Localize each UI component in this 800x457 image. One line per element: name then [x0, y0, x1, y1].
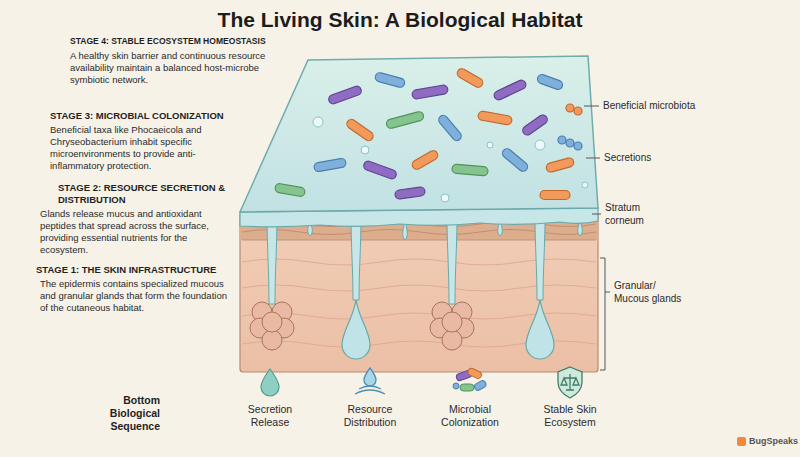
microbe [385, 111, 424, 130]
secretion-icon [261, 369, 279, 396]
sequence-label: Resource Distribution [330, 403, 410, 429]
stage-text: A healthy skin barrier and continuous re… [70, 50, 275, 86]
bubble [313, 117, 588, 202]
stage-heading: STAGE 2: RESOURCE SECRETION & DISTRIBUTI… [58, 182, 232, 206]
microbe [437, 114, 463, 143]
microbe [452, 164, 489, 176]
stage-heading: STAGE 4: STABLE ECOSYSTEM HOMEOSTASIS [70, 36, 310, 47]
callout-label: Secretions [604, 152, 724, 165]
microbe [558, 136, 566, 144]
callout-label: Granular/ Mucous glands [614, 280, 686, 305]
microbe [274, 67, 582, 199]
microbe [536, 73, 564, 90]
microbe [540, 191, 570, 200]
watermark: BugSpeaks [749, 436, 797, 447]
leader-line [600, 258, 605, 370]
microbe [374, 72, 405, 88]
microbe [574, 107, 582, 115]
mucous-gland [526, 298, 554, 359]
bubble [487, 142, 493, 148]
bubble [361, 146, 369, 154]
secretion-drip [535, 218, 545, 300]
granular-gland [442, 330, 462, 350]
watermark-icon [737, 437, 746, 446]
ecosystem-icon [561, 374, 579, 390]
microbe [545, 157, 574, 173]
callout-label: Beneficial microbiota [603, 100, 753, 113]
distribution-icon [355, 390, 385, 394]
microbe [327, 85, 362, 105]
callout-label: Stratum corneum [605, 202, 669, 227]
stage-text: The epidermis contains specialized mucou… [40, 278, 232, 314]
sequence-label: Stable Skin Ecosystem [530, 403, 610, 429]
leader-line [584, 106, 599, 107]
microbe [501, 147, 530, 173]
bubble [582, 182, 588, 188]
colonization-icon [460, 384, 474, 391]
secretion-icon [261, 369, 279, 396]
microbe [411, 149, 440, 171]
bubble [535, 140, 545, 150]
microbe [362, 160, 397, 180]
sequence-label: Secretion Release [230, 403, 310, 429]
microbe [395, 186, 426, 199]
microbe [274, 183, 305, 197]
secretion-drip [351, 218, 361, 300]
microbe [566, 104, 574, 112]
microbe [313, 158, 346, 172]
granular-gland [262, 312, 282, 332]
ecosystem-icon [558, 367, 582, 398]
secretion-layer [240, 56, 598, 227]
secretion-layer [240, 56, 598, 212]
granular-gland [442, 312, 462, 332]
bubble [313, 117, 323, 127]
microbe [345, 118, 375, 143]
sequence-heading: Bottom Biological Sequence [92, 394, 160, 433]
microbe [493, 79, 528, 102]
secretion-drip [267, 218, 277, 304]
leader-line [605, 292, 610, 293]
colonization-icon [473, 379, 487, 391]
leader-line [584, 106, 610, 370]
skin-block [240, 212, 598, 372]
stage-text: Glands release mucus and antioxidant pep… [40, 208, 232, 256]
secretion-drip [267, 218, 582, 304]
granular-gland [262, 330, 282, 350]
microbe [521, 113, 549, 136]
colonization-icon [453, 367, 487, 391]
title: The Living Skin: A Biological Habitat [0, 7, 800, 33]
secretion-drip [447, 218, 457, 304]
leader-line [592, 214, 601, 215]
microbe [574, 142, 582, 150]
microbe [411, 84, 448, 99]
stage-heading: STAGE 1: THE SKIN INFRASTRUCTURE [36, 264, 232, 276]
watermark-icon [737, 437, 746, 446]
sequence-label: Microbial Colonization [430, 403, 510, 429]
stage-heading: STAGE 3: MICROBIAL COLONIZATION [50, 110, 232, 122]
colonization-icon [453, 383, 459, 389]
bubble [441, 194, 449, 202]
microbe [456, 67, 485, 89]
ecosystem-icon [558, 367, 582, 398]
microbe [566, 139, 574, 147]
microbe [477, 111, 512, 126]
distribution-icon [359, 386, 381, 389]
leader-line [586, 158, 600, 159]
stage-text: Beneficial taxa like Phocaeicola and Chr… [50, 124, 232, 172]
skin-block [240, 212, 598, 372]
mucous-gland [342, 298, 554, 359]
distribution-icon [355, 368, 385, 394]
colonization-icon [467, 367, 483, 379]
distribution-icon [364, 368, 376, 386]
mucous-gland [342, 298, 370, 359]
